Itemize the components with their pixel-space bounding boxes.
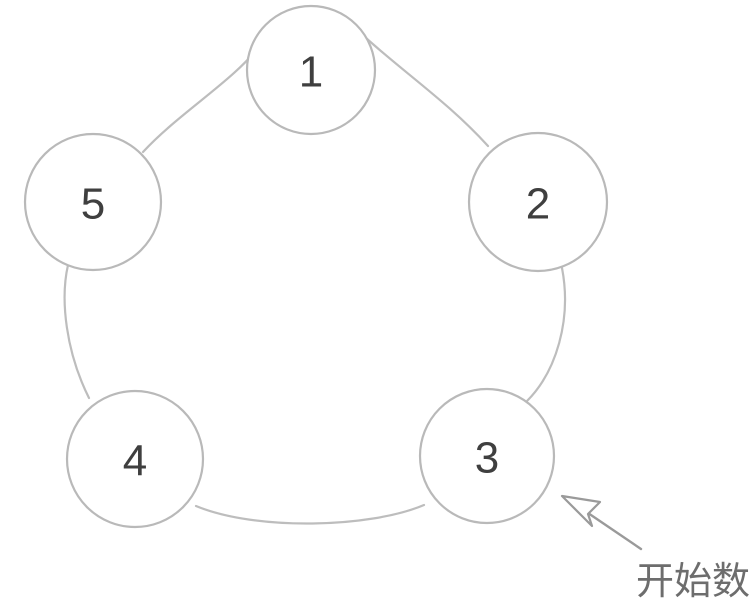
node-group: 1 2 3 4 5 [23,4,609,529]
start-pointer-annotation [560,494,643,551]
node-2-label: 2 [526,180,550,229]
node-3-circle[interactable] [418,387,556,525]
pointer-shaft-line [586,511,643,551]
link-arc-4-to-5 [63,263,91,400]
node-5-circle[interactable] [23,132,163,272]
link-arc-2-to-3 [525,266,567,403]
node-2-circle[interactable] [467,131,609,273]
arrow-up-left-icon [560,494,602,528]
node-1[interactable]: 1 [245,4,377,136]
node-1-label: 1 [299,48,323,97]
node-2[interactable]: 2 [467,131,609,273]
node-5-label: 5 [81,180,105,229]
start-count-label: 开始数 [636,559,750,603]
link-arc-3-to-4 [194,503,426,525]
node-4-circle[interactable] [65,389,205,529]
node-1-circle[interactable] [245,4,377,136]
node-3[interactable]: 3 [418,387,556,525]
node-4-label: 4 [123,437,147,486]
link-arc-1-to-2 [364,36,490,148]
node-4[interactable]: 4 [65,389,205,529]
node-5[interactable]: 5 [23,132,163,272]
node-3-label: 3 [475,434,499,483]
